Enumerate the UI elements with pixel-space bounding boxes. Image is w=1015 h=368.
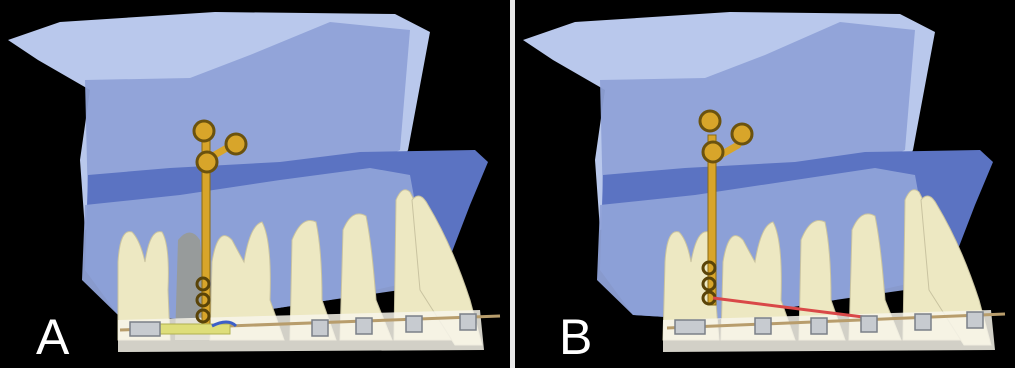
panel-a: A <box>0 0 510 368</box>
miniplate-screw-hole <box>700 111 720 131</box>
miniplate-screw-hole <box>226 134 246 154</box>
panel-label-b: B <box>559 312 592 362</box>
dental-illustration-a <box>0 0 510 368</box>
bracket <box>356 318 372 334</box>
bracket <box>460 314 476 330</box>
bracket <box>811 318 827 334</box>
miniplate-screw-hole <box>732 124 752 144</box>
panel-b: B <box>515 0 1015 368</box>
bracket <box>915 314 931 330</box>
coil-spring <box>160 324 230 334</box>
miniplate-screw-hole <box>194 121 214 141</box>
panel-label-a: A <box>36 312 69 362</box>
bracket <box>406 316 422 332</box>
bracket <box>861 316 877 332</box>
bracket-molar-tube <box>675 320 705 334</box>
miniplate-screw-hole <box>703 142 723 162</box>
miniplate-screw-hole <box>197 152 217 172</box>
bracket <box>312 320 328 336</box>
bracket <box>967 312 983 328</box>
bracket <box>755 318 771 334</box>
bracket-molar-tube <box>130 322 160 336</box>
